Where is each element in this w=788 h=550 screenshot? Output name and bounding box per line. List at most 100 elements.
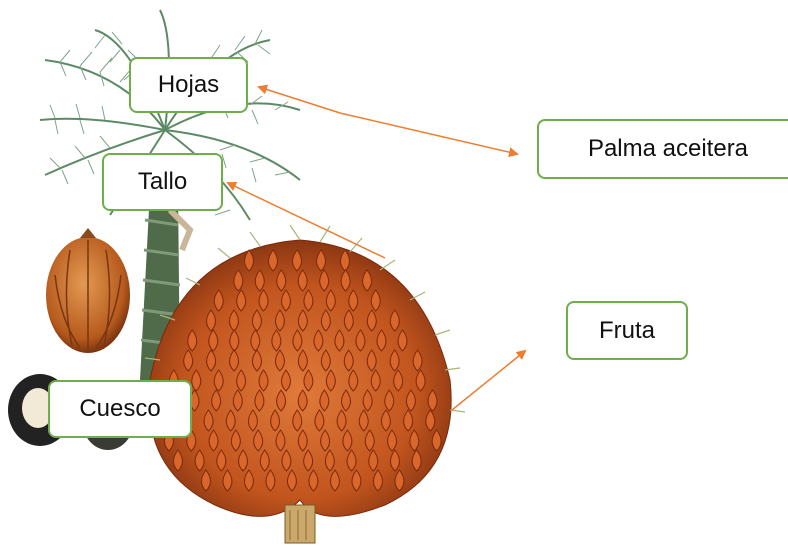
fruitlet — [343, 309, 354, 332]
fruitlet — [376, 329, 387, 352]
fruitlet — [216, 449, 227, 472]
fruitlet — [243, 469, 254, 492]
fruitlet — [297, 429, 308, 452]
fruitlet — [258, 369, 269, 392]
fruitlet — [253, 429, 264, 452]
fruitlet — [211, 389, 222, 412]
fruitlet — [258, 289, 269, 312]
fruitlet — [213, 369, 224, 392]
fruitlet — [230, 429, 241, 452]
fruitlet — [286, 469, 297, 492]
label-fruta: Fruta — [566, 301, 688, 360]
fruitlet — [362, 269, 373, 292]
fruitlet — [427, 389, 438, 412]
fruitlet — [271, 329, 282, 352]
fruitlet — [384, 389, 395, 412]
fruitlet — [203, 409, 214, 432]
fruitlet — [355, 329, 366, 352]
fruitlet — [405, 389, 416, 412]
fruitlet — [297, 309, 308, 332]
fruitlet — [208, 329, 219, 352]
label-cuesco: Cuesco — [48, 380, 192, 438]
fruitlet — [358, 409, 369, 432]
fruitlet — [238, 449, 249, 472]
fruitlet — [303, 369, 314, 392]
fruitlet — [340, 389, 351, 412]
fruitlet — [270, 409, 281, 432]
fruitlet — [281, 449, 292, 472]
fruitlet — [313, 329, 324, 352]
fruitlet — [380, 409, 391, 432]
fruitlet — [276, 269, 287, 292]
fruitlet — [393, 369, 404, 392]
fruitlet — [411, 449, 422, 472]
fruitlet — [425, 409, 436, 432]
arrow-to-fruta — [451, 349, 527, 411]
fruitlet — [251, 349, 262, 372]
annotation-arrows — [226, 84, 527, 411]
arrow-to-tallo — [226, 181, 386, 259]
fruitlet — [319, 269, 330, 292]
fruitlet — [172, 449, 183, 472]
fruitlet — [200, 469, 211, 492]
fruitlet — [297, 269, 308, 292]
fruitlet — [320, 349, 331, 372]
fruitlet — [412, 349, 423, 372]
fruitlet — [274, 309, 285, 332]
fruitlet — [389, 349, 400, 372]
fruitlet — [208, 429, 219, 452]
fruitlet — [368, 449, 379, 472]
fruitlet — [348, 369, 359, 392]
fruitlet — [297, 349, 308, 372]
fruitlet — [334, 329, 345, 352]
fruitlet — [397, 329, 408, 352]
label-tallo: Tallo — [102, 153, 223, 211]
fruitlet — [308, 469, 319, 492]
fruitlet — [372, 469, 383, 492]
oil-palm-fruit-seed — [46, 228, 130, 353]
fruitlet — [251, 309, 262, 332]
fruitlet — [191, 369, 202, 392]
fruitlet — [187, 329, 198, 352]
arrow-to-palma-aceitera — [339, 112, 519, 158]
arrow-to-hojas — [257, 84, 341, 114]
fruitlet — [254, 389, 265, 412]
fruitlet — [336, 409, 347, 432]
fruitlet — [409, 429, 420, 452]
fruitlet — [303, 289, 314, 312]
fruitlet — [268, 249, 278, 272]
fruitlet — [403, 409, 414, 432]
fruitlet — [325, 289, 336, 312]
fruitlet — [351, 469, 362, 492]
fruitlet — [387, 429, 398, 452]
fruitlet — [370, 289, 381, 312]
fruitlet — [259, 449, 270, 472]
fruitlet — [324, 449, 335, 472]
fruitlet — [346, 449, 357, 472]
fruitlet — [343, 349, 354, 372]
fruitlet — [229, 349, 240, 372]
fruitlet — [394, 469, 405, 492]
fruitlet — [276, 389, 287, 412]
fruitlet — [247, 409, 258, 432]
fruitlet — [280, 369, 291, 392]
fruitlet — [265, 469, 276, 492]
fruitlet — [244, 249, 254, 272]
fruitlet — [275, 429, 286, 452]
fruitlet — [297, 389, 308, 412]
fruitlet — [206, 349, 217, 372]
fruitlet — [232, 389, 243, 412]
fruitlet — [320, 429, 331, 452]
fruitlet — [303, 449, 314, 472]
fruitlet — [370, 369, 381, 392]
fruitlet — [366, 309, 377, 332]
fruitlet — [389, 309, 400, 332]
fruitlet — [225, 409, 236, 432]
fruitlet — [205, 309, 216, 332]
fruitlet — [389, 449, 400, 472]
fruitlet — [325, 369, 336, 392]
fruitlet — [431, 429, 442, 452]
fruitlet — [236, 289, 247, 312]
fruitlet — [254, 269, 265, 292]
